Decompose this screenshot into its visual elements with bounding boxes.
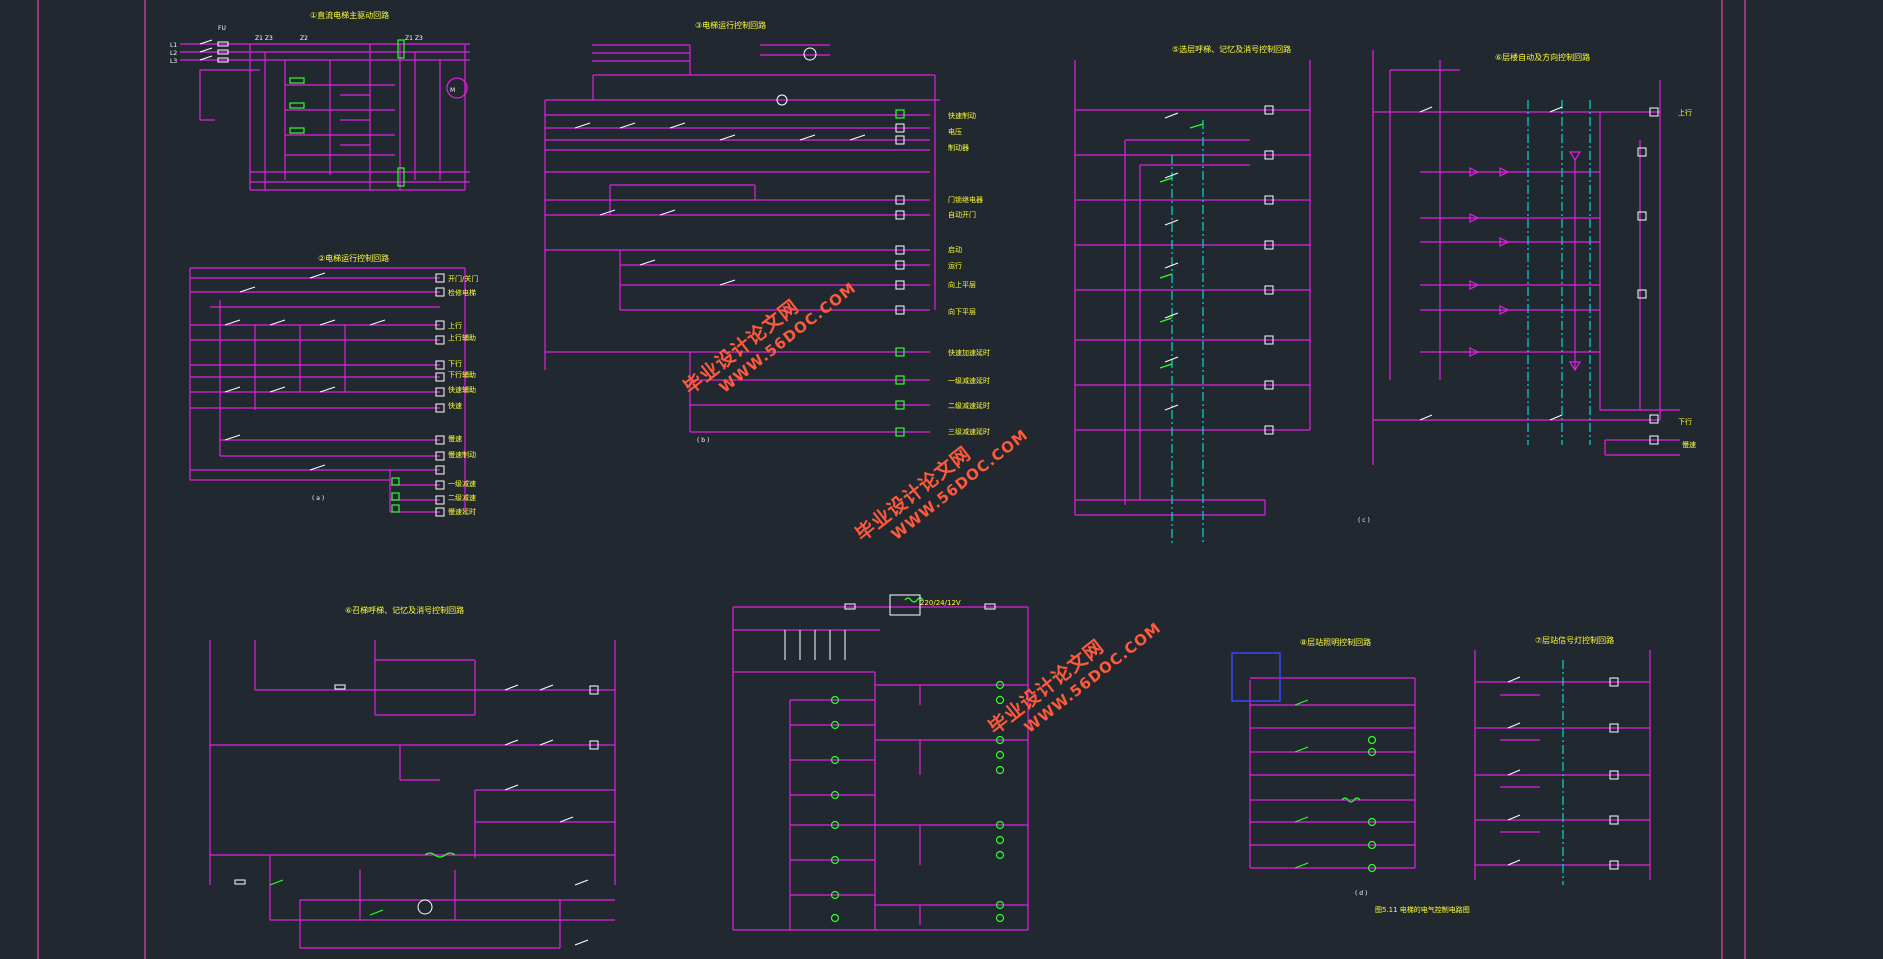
- sub-label-a: ( a ): [312, 495, 324, 502]
- coil-label-accel-delay: 快速加速延时: [948, 348, 990, 357]
- coil-label-start: 启动: [948, 245, 962, 254]
- floor-select-block-c: ⑤选层呼梯、记忆及消号控制回路 ( c ): [1074, 44, 1370, 545]
- sub-label-c: ( c ): [1358, 517, 1370, 524]
- coil-label-decel-delay-3: 三级减速延时: [948, 427, 990, 436]
- side-label-slow: 慢速: [1682, 440, 1696, 449]
- coil-label-brake: 制动器: [948, 143, 969, 152]
- coil-label-level-down: 向下平层: [948, 307, 976, 316]
- main-circuit-title: ①直流电梯主驱动回路: [310, 10, 389, 20]
- direction-light-block: ⑦层站信号灯控制回路: [1474, 635, 1651, 885]
- coil-label-door-lock: 门锁继电器: [948, 195, 983, 204]
- auto-level-block: ⑥层楼自动及方向控制回路 上行: [1372, 50, 1696, 465]
- transformer-rating: 220/24/12V: [920, 599, 961, 607]
- coil-label-decel-delay-2: 二级减速延时: [948, 401, 990, 410]
- coil-label-run: 运行: [948, 261, 962, 270]
- coil-label-decel-1: 一级减速: [448, 479, 476, 488]
- svg-text:FU: FU: [218, 25, 226, 32]
- coil-label-door: 开门/关门: [448, 274, 478, 283]
- coil-label-slow-brake: 慢速制动: [448, 450, 476, 459]
- coil-label-inspect: 检修电梯: [448, 288, 476, 297]
- coil-label-up: 上行: [448, 321, 462, 330]
- svg-text:Z1 Z3: Z1 Z3: [255, 35, 273, 42]
- coil-label-down: 下行: [448, 359, 462, 368]
- floor-light-title: ⑧层站照明控制回路: [1300, 637, 1371, 647]
- floor-light-block: ⑧层站照明控制回路 ( d ) 图5.11 电梯的电气控制电路图: [1231, 637, 1470, 914]
- run-control-title: ③电梯运行控制回路: [695, 20, 766, 30]
- watermark-3: 毕业设计论文网 WWW.56DOC.COM: [984, 619, 1165, 739]
- call-signal-block: ⑥召梯呼梯、记忆及消号控制回路: [209, 605, 616, 949]
- coil-control-block-a: ②电梯运行控制回路: [189, 253, 478, 517]
- side-label-down: 下行: [1678, 417, 1692, 426]
- call-signal-title: ⑥召梯呼梯、记忆及消号控制回路: [345, 605, 464, 615]
- drawing-frame: [37, 0, 1746, 959]
- svg-text:Z2: Z2: [300, 35, 308, 42]
- direction-light-title: ⑦层站信号灯控制回路: [1535, 635, 1614, 645]
- coil-label-level-up: 向上平层: [948, 280, 976, 289]
- coil-label-decel-2: 二级减速: [448, 493, 476, 502]
- coil-label-fast-aux: 快速辅助: [448, 385, 476, 394]
- svg-text:Z1 Z3: Z1 Z3: [405, 35, 423, 42]
- figure-caption: 图5.11 电梯的电气控制电路图: [1375, 905, 1470, 914]
- coil-label-decel-delay-1: 一级减速延时: [948, 376, 990, 385]
- coil-label-up-aux: 上行辅助: [448, 333, 476, 342]
- sub-label-d: ( d ): [1355, 890, 1367, 897]
- floor-select-title: ⑤选层呼梯、记忆及消号控制回路: [1172, 44, 1291, 54]
- svg-text:L3: L3: [170, 58, 177, 65]
- coil-label-voltage: 电压: [948, 127, 962, 136]
- coil-label-slow: 慢速: [448, 434, 462, 443]
- coil-label-fast-brake: 快速制动: [948, 111, 976, 120]
- watermark-2: 毕业设计论文网 WWW.56DOC.COM: [851, 426, 1032, 546]
- door-control-title: ②电梯运行控制回路: [318, 253, 389, 263]
- lamp-panel-block: 220/24/12V: [732, 594, 1029, 931]
- svg-text:M: M: [450, 87, 455, 94]
- run-control-block-b: ③电梯运行控制回路: [544, 20, 990, 444]
- svg-text:L1: L1: [170, 42, 177, 49]
- coil-label-fast: 快速: [448, 401, 462, 410]
- auto-level-title: ⑥层楼自动及方向控制回路: [1495, 52, 1590, 62]
- coil-label-down-aux: 下行辅助: [448, 370, 476, 379]
- coil-label-slow-delay: 慢速延时: [448, 507, 476, 516]
- watermark-1: 毕业设计论文网 WWW.56DOC.COM: [679, 279, 860, 399]
- side-label-up: 上行: [1678, 108, 1692, 117]
- coil-label-auto-open: 自动开门: [948, 210, 976, 219]
- svg-text:L2: L2: [170, 50, 177, 57]
- sub-label-b: ( b ): [697, 437, 709, 444]
